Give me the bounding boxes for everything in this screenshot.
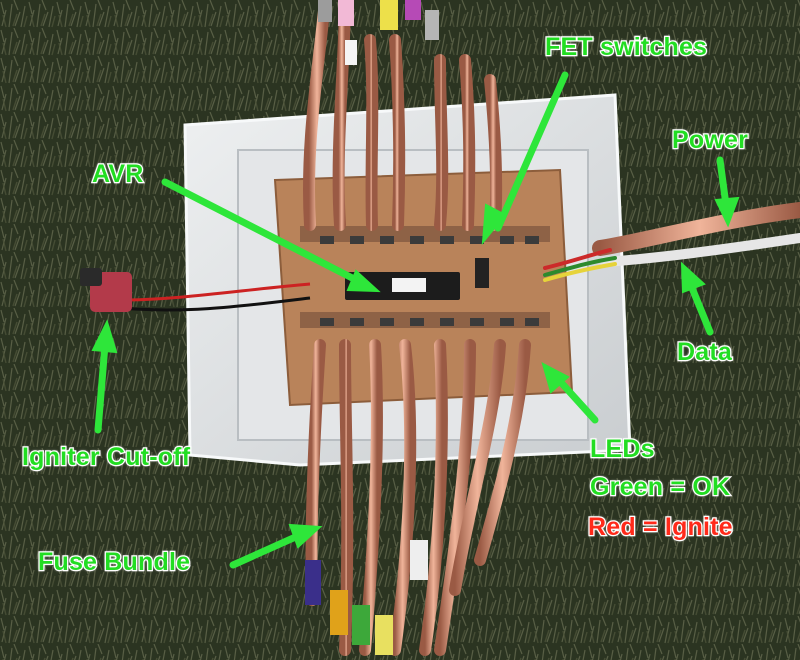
label-power: Power: [671, 126, 749, 154]
top-wire-sleeves: [318, 0, 439, 65]
label-data: Data: [676, 338, 733, 366]
arrow-fuse-bundle: [229, 523, 323, 569]
label-green-ok: Green = OK: [589, 473, 732, 501]
arrow-fet-switches: [481, 71, 569, 246]
annotation-arrows: [91, 71, 740, 569]
label-red-ignite: Red = Ignite: [587, 513, 734, 541]
label-fuse-bundle: Fuse Bundle: [37, 548, 192, 576]
arrow-igniter: [91, 319, 118, 434]
bottom-wire-sleeves: [305, 540, 428, 655]
arrow-data: [680, 261, 714, 336]
igniter-switch: [80, 268, 311, 312]
label-igniter-cutoff: Igniter Cut-off: [21, 443, 192, 471]
label-avr: AVR: [91, 160, 145, 188]
avr-chip: [345, 258, 489, 300]
label-leds: LEDs: [589, 435, 656, 463]
top-wire-bundle: [303, 0, 503, 231]
arrow-power: [714, 156, 740, 228]
power-data-cable: [543, 202, 800, 282]
arrow-avr: [161, 178, 381, 293]
arrow-leds: [541, 362, 599, 424]
label-fet-switches: FET switches: [544, 33, 708, 61]
